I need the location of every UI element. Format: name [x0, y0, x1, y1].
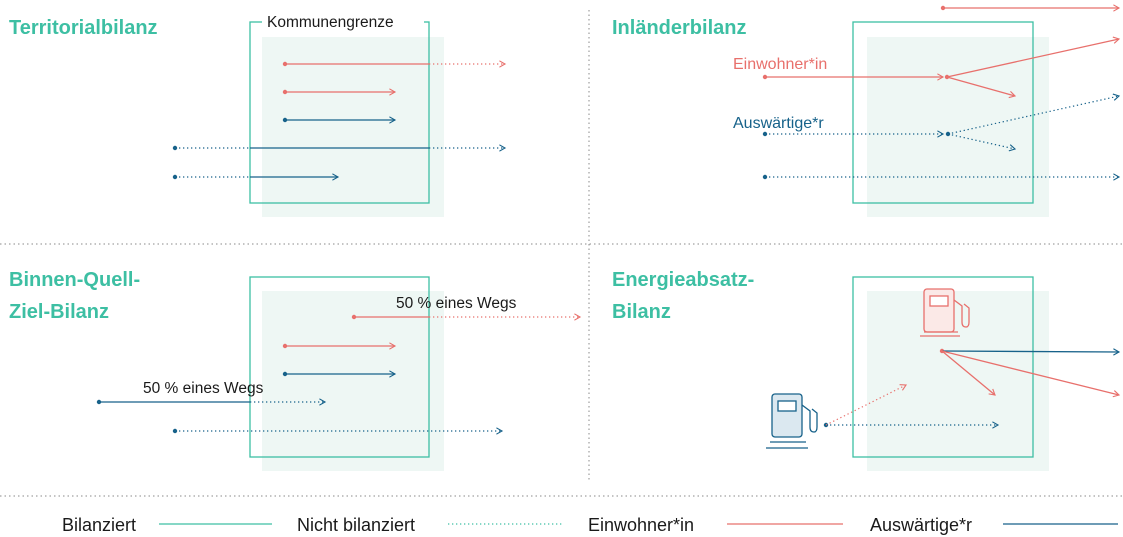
half-trip-label-top: 50 % eines Wegs	[396, 295, 517, 312]
panel-binnen-quell-ziel-bilanz: Binnen-Quell- Ziel-Bilanz 50 % eines Weg…	[9, 269, 582, 471]
municipality-boundary	[249, 276, 430, 458]
trips-from-blue-pump	[823, 384, 1000, 429]
trip-red-leaving	[282, 60, 507, 68]
fuel-pump-icon-blue	[766, 393, 818, 449]
legend-not-balanced-label: Nicht bilanziert	[297, 515, 415, 535]
boundary-label-background	[262, 11, 424, 33]
panel-title-line1: Binnen-Quell-	[9, 269, 140, 291]
trip-blue-through	[762, 173, 1121, 181]
trip-red-resident	[762, 36, 1121, 99]
trip-blue-through	[172, 144, 507, 152]
panel-title: Inländerbilanz	[612, 17, 746, 39]
trip-blue-entering	[172, 173, 340, 181]
panel-territorialbilanz: Territorialbilanz Kommunengrenze	[9, 11, 507, 217]
trip-blue-internal	[282, 116, 397, 124]
legend-resident-label: Einwohner*in	[588, 515, 694, 535]
trip-red-internal	[282, 342, 397, 350]
municipality-fill	[867, 291, 1049, 471]
municipality-fill	[262, 37, 444, 217]
municipality-boundary	[852, 276, 1034, 458]
trip-blue-through	[172, 427, 504, 435]
legend-visitor-label: Auswärtige*r	[870, 515, 972, 535]
legend-balanced-label: Bilanziert	[62, 515, 136, 535]
trip-red-leaving-half	[351, 313, 582, 321]
trip-red-internal	[282, 88, 397, 96]
municipality-fill	[262, 291, 444, 471]
panel-inlaenderbilanz: Inländerbilanz Einwohner*in Auswärtige*r	[612, 4, 1121, 217]
panel-energieabsatz-bilanz: Energieabsatz- Bilanz	[612, 269, 1121, 471]
municipality-fill	[867, 37, 1049, 217]
trip-blue-internal	[282, 370, 397, 378]
trips-from-red-pump	[939, 348, 1121, 398]
legend: Bilanziert Nicht bilanziert Einwohner*in…	[62, 515, 1118, 535]
panel-title-line1: Energieabsatz-	[612, 269, 754, 291]
resident-label: Einwohner*in	[733, 56, 827, 73]
boundary-label: Kommunengrenze	[267, 14, 394, 31]
trip-blue-entering-half	[96, 398, 327, 406]
panel-title: Territorialbilanz	[9, 17, 158, 39]
municipality-boundary	[852, 21, 1034, 204]
visitor-label: Auswärtige*r	[733, 115, 824, 132]
panel-title-line2: Ziel-Bilanz	[9, 301, 109, 323]
half-trip-label-bottom: 50 % eines Wegs	[143, 380, 264, 397]
panel-title-line2: Bilanz	[612, 301, 671, 323]
trip-red-top-outside	[940, 4, 1121, 12]
fuel-pump-icon-red	[920, 288, 970, 337]
trip-blue-visitor	[762, 93, 1121, 152]
